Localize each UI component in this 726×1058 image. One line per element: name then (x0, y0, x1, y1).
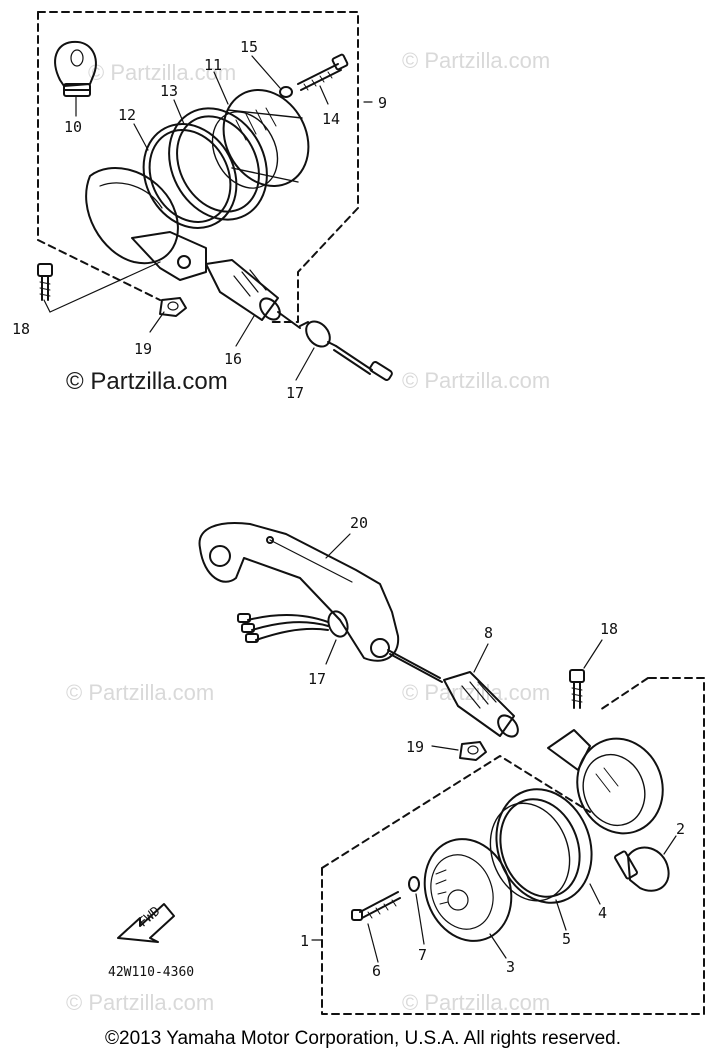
socket-part-8 (443, 671, 519, 738)
callout-8: 8 (484, 624, 493, 642)
leader-lines-top (43, 55, 373, 381)
callout-17-top: 17 (286, 384, 304, 402)
lens-part-12 (85, 167, 179, 265)
callout-17-bottom: 17 (308, 670, 326, 688)
callout-3: 3 (506, 958, 515, 976)
bulb-part-10 (54, 40, 97, 97)
nut-part-19b (459, 741, 487, 761)
forward-arrow-icon (117, 903, 175, 943)
mount-bracket (131, 231, 207, 281)
nut-part-19a (159, 297, 187, 317)
callout-9: 9 (378, 94, 387, 112)
bolt-part-18a (37, 263, 53, 301)
lower-assembly-outline (321, 677, 705, 1015)
callout-18-bottom: 18 (600, 620, 618, 638)
lens-part-3 (423, 838, 513, 942)
callout-2: 2 (676, 820, 685, 838)
callout-4: 4 (598, 904, 607, 922)
ring-part-5 (489, 802, 571, 902)
callout-13: 13 (160, 82, 178, 100)
washer-part-7 (408, 876, 420, 892)
callout-5: 5 (562, 930, 571, 948)
callout-11: 11 (204, 56, 222, 74)
callout-15: 15 (240, 38, 258, 56)
callout-19-top: 19 (134, 340, 152, 358)
callout-19-bottom: 19 (406, 738, 424, 756)
callout-10: 10 (64, 118, 82, 136)
washer-part-15 (279, 86, 293, 98)
rim-part-4 (495, 788, 593, 904)
callout-16: 16 (224, 350, 242, 368)
watermark: © Partzilla.com (402, 680, 551, 705)
callout-20: 20 (350, 514, 368, 532)
diagram-code: 42W110-4360 (108, 965, 194, 980)
watermark: © Partzilla.com (66, 990, 215, 1015)
bolt-part-18b (569, 669, 585, 709)
bulb-part-2 (614, 846, 670, 892)
callout-6: 6 (372, 962, 381, 980)
socket-part-16 (205, 259, 301, 329)
ring-part-13 (142, 123, 238, 229)
callout-14: 14 (322, 110, 340, 128)
wire-upper (333, 345, 393, 381)
callout-7: 7 (418, 946, 427, 964)
watermark: © Partzilla.com (88, 60, 237, 85)
watermark: © Partzilla.com (402, 368, 551, 393)
housing-lower (547, 729, 664, 835)
copyright-notice: ©2013 Yamaha Motor Corporation, U.S.A. A… (105, 1028, 621, 1049)
screw-part-6 (351, 891, 401, 921)
watermark: © Partzilla.com (402, 990, 551, 1015)
rim-part-11 (168, 107, 268, 221)
watermark: © Partzilla.com (402, 48, 551, 73)
wire-harness (237, 613, 329, 643)
grommet-part-17 (299, 320, 337, 348)
housing-part-11 (211, 89, 310, 189)
watermark: © Partzilla.com (66, 680, 215, 705)
screw-part-14 (297, 53, 349, 91)
stay-part-20 (198, 522, 400, 662)
leader-lines-bottom (311, 533, 677, 963)
callout-12: 12 (118, 106, 136, 124)
wire-lower (387, 649, 443, 683)
callout-1: 1 (300, 932, 309, 950)
callout-18-top: 18 (12, 320, 30, 338)
grommet-part-17b (327, 610, 349, 638)
watermark-primary: © Partzilla.com (66, 368, 228, 395)
